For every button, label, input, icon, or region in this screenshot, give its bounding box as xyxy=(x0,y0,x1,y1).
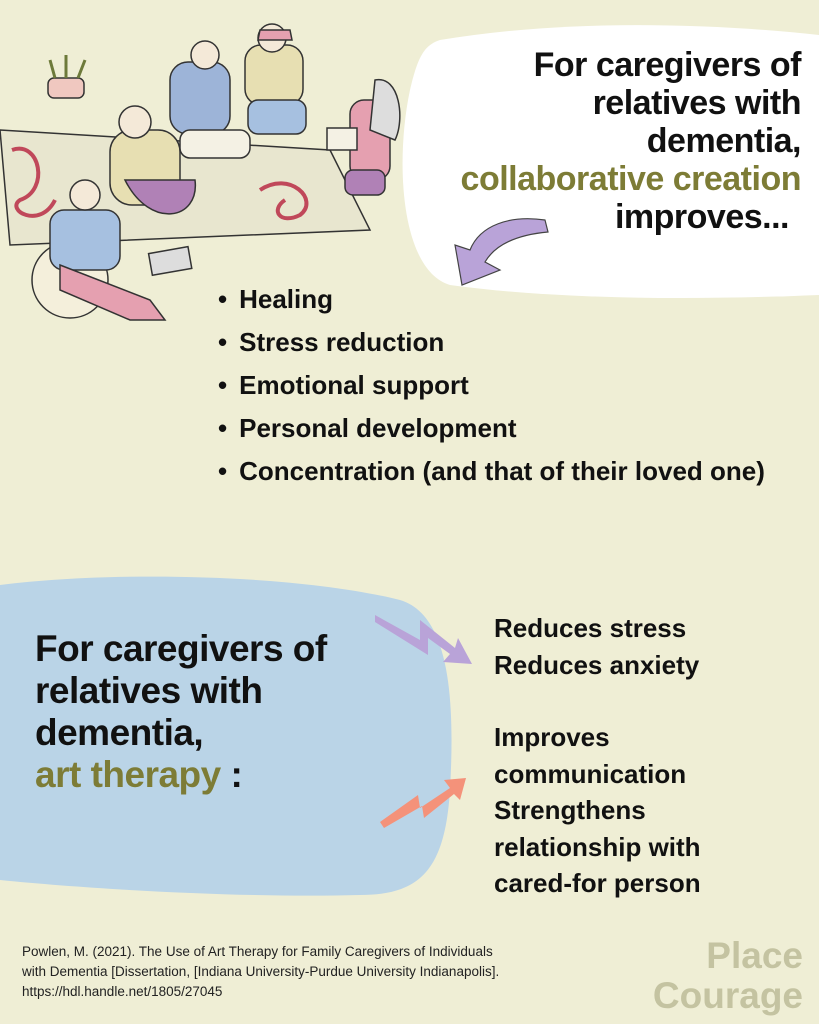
effect-item: relationship with xyxy=(494,831,701,862)
heading-line: For caregivers of xyxy=(35,628,327,669)
heading-line: relatives with xyxy=(592,84,802,122)
citation-line: with Dementia [Dissertation, [Indiana Un… xyxy=(22,964,500,979)
list-item: Stress reduction xyxy=(218,321,765,364)
benefits-list: Healing Stress reduction Emotional suppo… xyxy=(218,278,765,493)
list-item: Concentration (and that of their loved o… xyxy=(218,450,765,493)
effect-item: cared-for person xyxy=(494,868,701,898)
effect-item: communication xyxy=(494,758,687,789)
art-therapy-heading: For caregivers of relatives with dementi… xyxy=(35,628,327,796)
list-item: Personal development xyxy=(218,407,765,450)
citation-line: Powlen, M. (2021). The Use of Art Therap… xyxy=(22,944,493,959)
zigzag-arrow-orange-icon xyxy=(380,778,466,828)
effect-item: Strengthens xyxy=(494,795,646,825)
zigzag-arrow-purple-icon xyxy=(375,615,472,664)
logo-line: Place xyxy=(706,935,803,976)
effect-item: Improves xyxy=(494,722,610,752)
list-item: Healing xyxy=(218,278,765,321)
heading-line: dementia, xyxy=(646,122,802,160)
caregivers-illustration xyxy=(0,23,401,321)
place-courage-logo: Place Courage xyxy=(653,936,803,1016)
blue-blob xyxy=(0,576,452,896)
heading-line: improves... xyxy=(614,198,790,236)
stress-effects: Reduces stress Reduces anxiety xyxy=(494,610,699,683)
citation-link: https://hdl.handle.net/1805/27045 xyxy=(22,984,223,999)
relationship-effects: Improves communication Strengthens relat… xyxy=(494,719,701,902)
heading-line: For caregivers of xyxy=(533,46,802,84)
heading-line: dementia, xyxy=(35,712,204,753)
citation: Powlen, M. (2021). The Use of Art Therap… xyxy=(22,942,499,1002)
top-heading: For caregivers of relatives with dementi… xyxy=(460,46,802,236)
effect-item: Reduces anxiety xyxy=(494,649,700,680)
heading-colon: : xyxy=(220,754,243,795)
effect-item: Reduces stress xyxy=(494,613,687,643)
heading-highlight: collaborative creation xyxy=(460,160,802,198)
logo-line: Courage xyxy=(652,975,803,1016)
heading-line: relatives with xyxy=(35,670,263,711)
heading-highlight: art therapy xyxy=(35,754,221,795)
list-item: Emotional support xyxy=(218,364,765,407)
